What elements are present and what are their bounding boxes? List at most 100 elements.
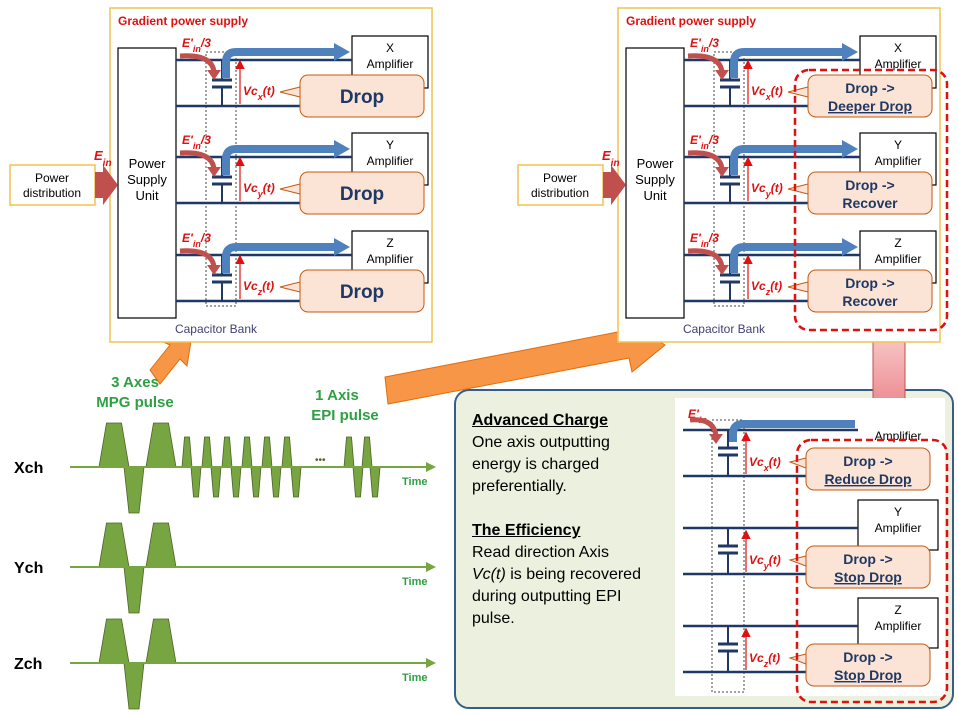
amplifier-label: Amplifier bbox=[367, 154, 414, 168]
channel-wave bbox=[70, 618, 436, 710]
output-arrow-head bbox=[842, 140, 858, 158]
efficiency-line2: is being recovered during outputting EPI… bbox=[472, 566, 641, 627]
epi-pulse bbox=[290, 466, 302, 498]
epi-ellipsis: ••• bbox=[315, 455, 326, 466]
output-arrow-head bbox=[334, 140, 350, 158]
orange-arrow-left bbox=[149, 334, 193, 385]
zoom-callout-pointer bbox=[788, 457, 807, 469]
vc-label: Vcx(t) bbox=[243, 84, 275, 102]
zoom-output-arrow bbox=[729, 420, 855, 442]
mpg-label-line2: MPG pulse bbox=[96, 394, 174, 411]
ein-third-label: E'in/3 bbox=[182, 36, 211, 54]
power-supply-unit bbox=[117, 47, 177, 319]
zoom-amplifier-label: Amplifier bbox=[875, 521, 922, 535]
charge-arrow-head bbox=[207, 70, 221, 80]
amplifier-axis: X bbox=[386, 41, 394, 55]
output-arrow bbox=[222, 145, 336, 175]
panel-title: Gradient power supply bbox=[626, 14, 756, 28]
status-callout bbox=[299, 269, 425, 313]
epi-pulse bbox=[343, 436, 355, 468]
callout-pointer bbox=[787, 281, 809, 293]
mpg-pulse bbox=[123, 662, 145, 710]
time-axis-arrow bbox=[426, 562, 436, 572]
zoom-vc-label: Vcx(t) bbox=[749, 455, 781, 473]
vc-label: Vcz(t) bbox=[243, 279, 274, 297]
ein-third-label: E'in/3 bbox=[690, 231, 719, 249]
charge-arrow bbox=[179, 53, 217, 73]
efficiency-line1: Read direction Axis bbox=[472, 544, 609, 561]
charge-arrow-head bbox=[207, 167, 221, 177]
status-text-line1: Drop -> bbox=[845, 177, 894, 193]
time-axis-arrow bbox=[426, 462, 436, 472]
vc-label: Vcy(t) bbox=[751, 181, 783, 199]
time-label: Time bbox=[402, 576, 427, 588]
amplifier-label: Amplifier bbox=[875, 252, 922, 266]
status-callout bbox=[299, 171, 425, 215]
epi-pulse bbox=[210, 466, 222, 498]
epi-label-line1: 1 Axis bbox=[315, 387, 359, 404]
psu-label: Power bbox=[637, 156, 675, 171]
status-callout bbox=[807, 171, 933, 215]
mpg-pulse bbox=[123, 466, 145, 514]
mpg-pulse bbox=[98, 618, 130, 664]
zoom-status-line2: Reduce Drop bbox=[824, 471, 911, 487]
psu-label: Unit bbox=[643, 188, 667, 203]
amplifier-axis: Z bbox=[386, 236, 393, 250]
epi-pulse bbox=[190, 466, 202, 498]
vc-label: Vcz(t) bbox=[751, 279, 782, 297]
amplifier-axis: Y bbox=[386, 138, 394, 152]
callout-pointer bbox=[279, 86, 301, 98]
mpg-pulse bbox=[145, 422, 177, 468]
panel-right: Gradient power supplyPowerSupplyUnitCapa… bbox=[517, 7, 949, 343]
power-supply-unit bbox=[625, 47, 685, 319]
channel-wave bbox=[70, 522, 436, 614]
output-arrow-head bbox=[842, 43, 858, 61]
output-arrow-head bbox=[334, 238, 350, 256]
capacitor-bank-outline bbox=[713, 51, 745, 307]
power-distribution-label: Power bbox=[35, 171, 69, 185]
efficiency-vc: Vc(t) bbox=[472, 566, 506, 583]
epi-pulse bbox=[241, 436, 253, 468]
mpg-pulse bbox=[98, 522, 130, 568]
callout-pointer bbox=[279, 281, 301, 293]
zoom-status-line1: Drop -> bbox=[843, 551, 892, 567]
zoom-status-line2: Stop Drop bbox=[834, 667, 902, 683]
epi-pulse bbox=[369, 466, 381, 498]
amplifier-axis: Z bbox=[894, 236, 901, 250]
mpg-pulse bbox=[123, 566, 145, 614]
amplifier-label: Amplifier bbox=[367, 252, 414, 266]
output-arrow bbox=[730, 48, 844, 78]
zoom-status-line2: Stop Drop bbox=[834, 569, 902, 585]
psu-label: Supply bbox=[127, 172, 167, 187]
zoom-amplifier-label: Amplifier bbox=[875, 429, 922, 443]
epi-label-line2: EPI pulse bbox=[311, 407, 379, 424]
epi-pulse bbox=[230, 466, 242, 498]
ein-label: Ein bbox=[602, 148, 620, 169]
psu-label: Unit bbox=[135, 188, 159, 203]
epi-pulse bbox=[270, 466, 282, 498]
mpg-pulse bbox=[145, 618, 177, 664]
output-arrow bbox=[730, 145, 844, 175]
charge-arrow bbox=[687, 53, 725, 73]
psu-label: Power bbox=[129, 156, 167, 171]
time-label: Time bbox=[402, 476, 427, 488]
zoom-vc-label: Vcz(t) bbox=[749, 651, 780, 669]
advanced-charge-text: One axis outputting energy is charged pr… bbox=[472, 434, 610, 495]
zoom-status-callout bbox=[805, 447, 931, 491]
status-callout bbox=[299, 74, 425, 118]
zoom-amplifier-axis: Y bbox=[894, 505, 902, 519]
status-text-line1: Drop -> bbox=[845, 80, 894, 96]
zoom-highlight-dashed bbox=[795, 438, 949, 704]
charge-arrow-head bbox=[715, 70, 729, 80]
mpg-pulse bbox=[98, 422, 130, 468]
amplifier-axis: Y bbox=[894, 138, 902, 152]
status-text-line2: Recover bbox=[842, 293, 898, 309]
charge-arrow bbox=[179, 150, 217, 170]
output-arrow bbox=[222, 243, 336, 273]
zoom-cap-bank bbox=[711, 419, 745, 693]
mpg-label-line1: 3 Axes bbox=[111, 374, 159, 391]
channel-name: Ych bbox=[14, 560, 43, 577]
ein-third-label: E'in/3 bbox=[690, 36, 719, 54]
